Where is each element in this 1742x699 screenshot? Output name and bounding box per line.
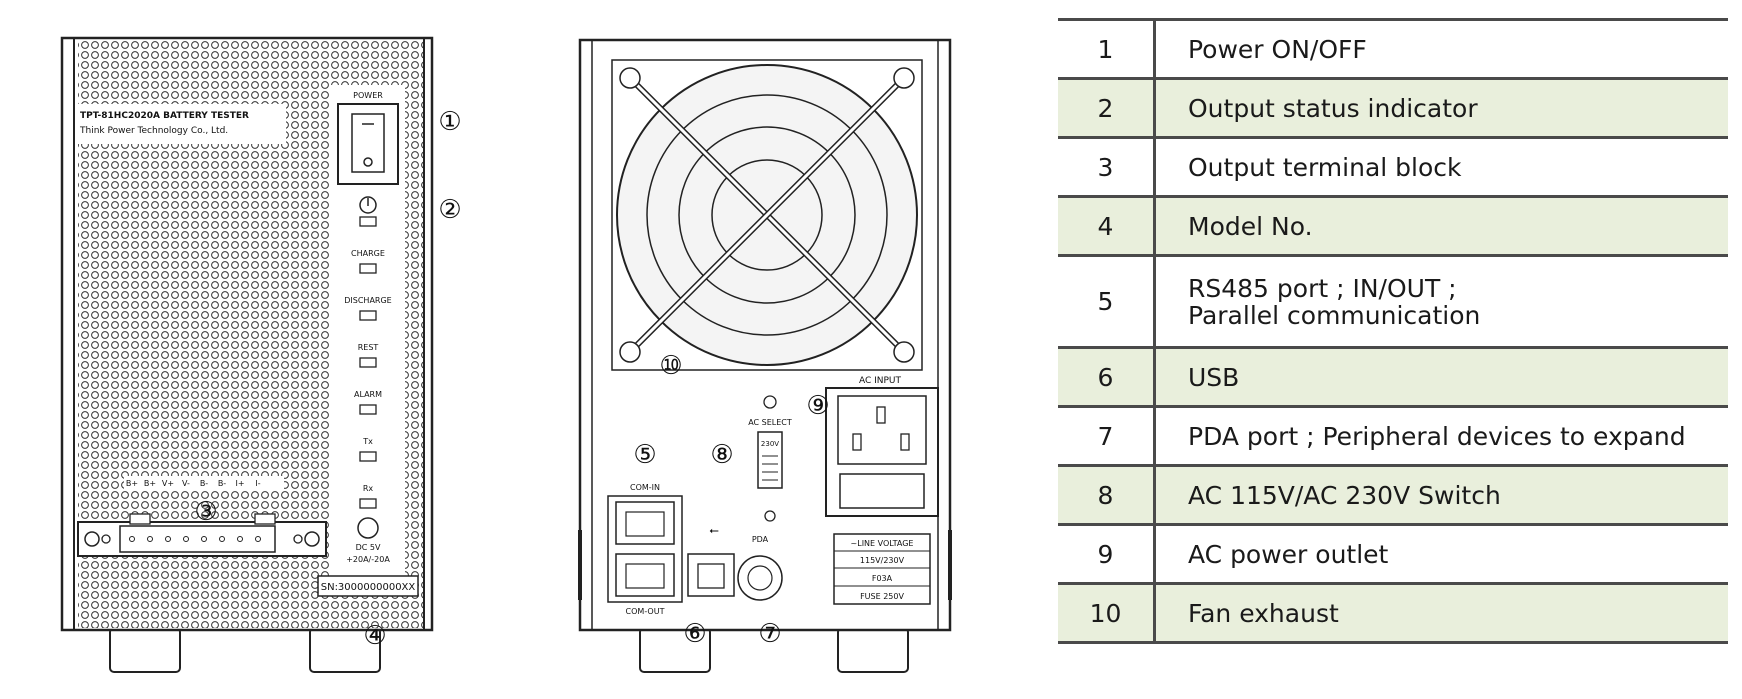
terminal-label: B+ <box>144 479 156 488</box>
rating-label <box>833 533 931 605</box>
fan-exhaust <box>611 59 923 371</box>
serial-label <box>317 575 419 597</box>
legend-description: RS485 port ; IN/OUT ; Parallel communica… <box>1188 273 1481 330</box>
legend-row: 9 AC power outlet <box>1058 524 1728 584</box>
legend-row: 10 Fan exhaust <box>1058 583 1728 643</box>
model-name: TPT-81HC2020A BATTERY TESTER <box>80 111 249 121</box>
output-terminal-block <box>77 513 327 557</box>
legend-description: Output terminal block <box>1188 152 1462 182</box>
legend-number: 8 <box>1058 465 1156 525</box>
indicator-label-discharge: DISCHARGE <box>344 296 391 305</box>
indicator-label-rx: Rx <box>363 484 374 493</box>
com-in-label: COM-IN <box>630 483 660 492</box>
legend-number: 6 <box>1058 347 1156 407</box>
legend-number: 2 <box>1058 78 1156 138</box>
callout-8: ⑧ <box>710 440 733 470</box>
callout-1: ① <box>438 107 461 137</box>
pda-label: PDA <box>752 535 769 544</box>
legend-number: 3 <box>1058 137 1156 197</box>
legend-row: 5 RS485 port ; IN/OUT ; Parallel communi… <box>1058 255 1728 348</box>
ac-input-label: AC INPUT <box>859 376 902 386</box>
callout-7: ⑦ <box>758 619 781 649</box>
terminal-label: B+ <box>126 479 138 488</box>
terminal-label: V- <box>182 479 190 488</box>
callout-2: ② <box>438 195 461 225</box>
legend-description: AC power outlet <box>1188 539 1389 569</box>
terminal-label: B- <box>218 479 226 488</box>
legend-number: 10 <box>1058 583 1156 643</box>
callout-6: ⑥ <box>683 619 706 649</box>
terminal-label: I- <box>255 479 260 488</box>
legend-row: 1 Power ON/OFF <box>1058 19 1728 79</box>
dc-port <box>357 517 379 539</box>
legend-description: USB <box>1188 362 1240 392</box>
callout-3: ③ <box>194 497 217 527</box>
ac-select-label: AC SELECT <box>748 418 792 427</box>
power-label: POWER <box>353 91 383 100</box>
rating-fuse-voltage: FUSE 250V <box>860 592 904 601</box>
legend-row: 6 USB <box>1058 347 1728 407</box>
terminal-label: I+ <box>235 479 244 488</box>
usb-symbol-icon: ⭠ <box>709 523 719 537</box>
power-switch[interactable] <box>351 113 385 173</box>
terminal-label: V+ <box>162 479 174 488</box>
legend-row: 8 AC 115V/AC 230V Switch <box>1058 465 1728 525</box>
rating-line-voltage: ~LINE VOLTAGE <box>851 539 914 548</box>
legend-number: 7 <box>1058 406 1156 466</box>
legend-number: 4 <box>1058 196 1156 256</box>
serial-number: SN:3000000000XX <box>321 582 416 593</box>
legend-description: Model No. <box>1188 211 1313 241</box>
dc-rating: +20A/-20A <box>346 555 390 564</box>
output-status-icon <box>359 196 377 214</box>
legend-description: PDA port ; Peripheral devices to expand <box>1188 421 1686 451</box>
rating-fuse: F03A <box>872 574 893 583</box>
legend-number: 9 <box>1058 524 1156 584</box>
callout-5: ⑤ <box>633 440 656 470</box>
dc-label: DC 5V <box>356 543 381 552</box>
terminal-label: B- <box>200 479 208 488</box>
indicator-label-tx: Tx <box>362 437 373 446</box>
rear-panel: AC INPUT AC SELECT 230V COM-IN COM-OUT ⭠ <box>578 38 952 673</box>
legend-number: 1 <box>1058 19 1156 79</box>
ac-power-outlet <box>825 387 939 517</box>
legend-description: Fan exhaust <box>1188 598 1339 628</box>
legend-row: 2 Output status indicator <box>1058 78 1728 138</box>
legend-description: Power ON/OFF <box>1188 34 1367 64</box>
callout-10: ⑩ <box>659 351 682 381</box>
front-panel: TPT-81HC2020A BATTERY TESTER Think Power… <box>60 36 434 673</box>
legend-row: 7 PDA port ; Peripheral devices to expan… <box>1058 406 1728 466</box>
manufacturer-name: Think Power Technology Co., Ltd. <box>79 126 228 136</box>
com-out-label: COM-OUT <box>626 607 665 616</box>
ac-select-switch[interactable] <box>757 431 783 489</box>
callout-4: ④ <box>363 621 386 651</box>
indicator-label-rest: REST <box>358 343 379 352</box>
legend-table: 1 Power ON/OFF 2 Output status indicator… <box>1058 18 1728 644</box>
indicator-label-charge: CHARGE <box>351 249 385 258</box>
legend-description: Output status indicator <box>1188 93 1478 123</box>
legend-description: AC 115V/AC 230V Switch <box>1188 480 1501 510</box>
indicator-label-alarm: ALARM <box>354 390 382 399</box>
legend-row: 3 Output terminal block <box>1058 137 1728 197</box>
ac-select-value: 230V <box>761 440 779 448</box>
device-diagram: TPT-81HC2020A BATTERY TESTER Think Power… <box>60 36 952 673</box>
rating-voltage: 115V/230V <box>860 556 905 565</box>
callout-9: ⑨ <box>806 391 829 421</box>
legend-number: 5 <box>1058 255 1156 348</box>
legend-row: 4 Model No. <box>1058 196 1728 256</box>
